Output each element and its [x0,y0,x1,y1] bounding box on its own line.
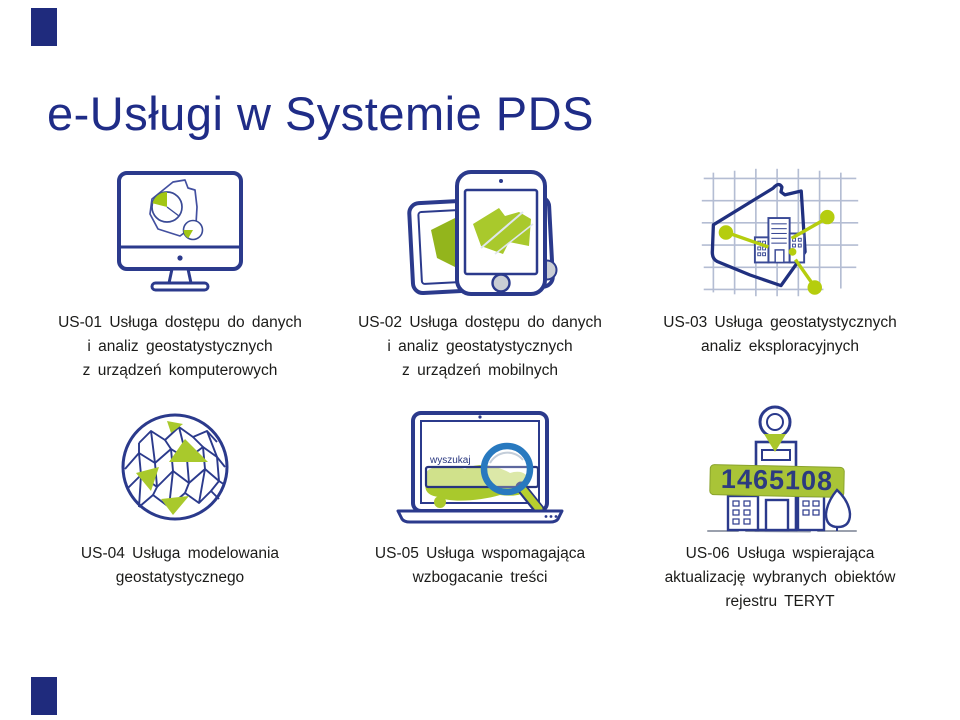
service-card-us01: US-01 Usługa dostępu do danych i analiz … [30,160,330,383]
service-caption-us02: US-02 Usługa dostępu do danych i analiz … [330,311,630,383]
service-caption-us03: US-03 Usługa geostatystycznych analiz ek… [630,311,930,359]
mobile-devices-icon [407,169,558,296]
services-row-top: US-01 Usługa dostępu do danych i analiz … [30,160,930,383]
right-windows [802,499,820,516]
left-windows [732,499,751,525]
caption-line: z urządzeń mobilnych [402,362,558,379]
service-caption-us05: US-05 Usługa wspomagająca wzbogacanie tr… [330,542,630,590]
map-analysis-icon [701,168,859,296]
services-row-bottom: US-04 Usługa modelowania geostatystyczne… [30,398,930,614]
teryt-number: 1465108 [721,463,834,495]
pie-chart-small [182,219,204,240]
building-sketch [753,216,806,263]
service-card-us05: wyszukaj US-05 Usługa wspomagająca wzbog… [330,398,630,614]
caption-line: rejestru TERYT [725,593,835,610]
corner-accent-top-left [31,8,57,46]
caption-line: aktualizację wybranych obiektów [664,569,896,586]
caption-line: US-06 Usługa wspierająca [685,545,875,562]
caption-line: US-05 Usługa wspomagająca [374,545,586,562]
poland-outline [149,178,198,237]
caption-line: i analiz geostatystycznych [387,338,573,355]
slide-title: e-Usługi w Systemie PDS [47,87,594,140]
building-registry-icon: 1465108 [680,398,880,536]
service-card-us03: US-03 Usługa geostatystycznych analiz ek… [630,160,930,383]
corner-accent-bottom-left [31,677,57,715]
mobile-devices-icon [395,160,565,305]
search-label: wyszukaj [429,455,471,466]
service-caption-us04: US-04 Usługa modelowania geostatystyczne… [30,542,330,590]
caption-line: analiz eksploracyjnych [700,338,860,355]
tree [824,487,852,531]
caption-line: US-01 Usługa dostępu do danych [58,314,302,331]
service-card-us04: US-04 Usługa modelowania geostatystyczne… [30,398,330,614]
pie-chart [151,190,183,223]
caption-line: z urządzeń komputerowych [82,362,278,379]
laptop-search-icon: wyszukaj [380,398,580,536]
laptop-search-icon: wyszukaj [396,411,564,524]
service-card-us06: 1465108 US-06 Usługa wspierająca aktuali… [630,398,930,614]
desktop-computer-icon [117,170,243,291]
caption-line: US-03 Usługa geostatystycznych [663,314,897,331]
magnifier-icon [480,442,547,518]
map-analysis-icon [675,160,885,305]
smartphone [455,169,547,296]
caption-line: i analiz geostatystycznych [87,338,273,355]
poland-outline [710,182,807,287]
teryt-number-banner: 1465108 [709,463,845,498]
geo-nodes [726,217,827,287]
geodesic-globe-icon [121,413,229,521]
service-caption-us01: US-01 Usługa dostępu do danych i analiz … [30,311,330,383]
caption-line: geostatystycznego [115,569,245,586]
desktop-computer-icon [95,160,265,305]
geodesic-globe-icon [105,398,255,536]
caption-line: US-04 Usługa modelowania [80,545,280,562]
caption-line: wzbogacanie treści [412,569,548,586]
service-caption-us06: US-06 Usługa wspierająca aktualizację wy… [630,542,930,614]
building-registry-icon: 1465108 [707,405,857,532]
service-card-us02: US-02 Usługa dostępu do danych i analiz … [330,160,630,383]
caption-line: US-02 Usługa dostępu do danych [358,314,602,331]
green-facets [136,421,208,515]
location-pin-icon [758,405,792,452]
